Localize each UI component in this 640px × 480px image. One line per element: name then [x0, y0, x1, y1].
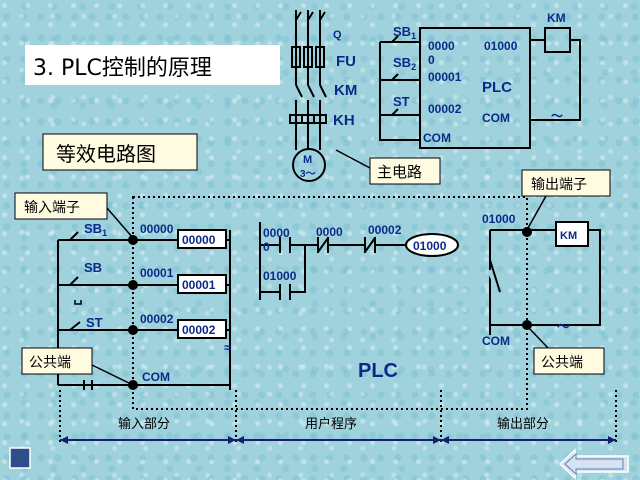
input-coil-1 [177, 229, 227, 249]
output-section: KM 01000 ～ COM [482, 212, 601, 348]
program-contact-3: 00002 [368, 223, 402, 237]
top-output: 01000 [484, 39, 518, 53]
program-contact-1: 0000 [263, 226, 290, 240]
program-contact-4: 01000 [263, 269, 297, 283]
top-sb2-label: SB2 [393, 55, 416, 72]
input-section: SB1 SB ST 00000 00001 00002 00000 00001 … [57, 221, 231, 390]
output-km-coil [555, 221, 589, 247]
output-coil-01000 [405, 233, 459, 257]
top-plc-label: PLC [482, 79, 512, 96]
back-arrow-icon[interactable] [564, 452, 624, 476]
output-common-dot [522, 320, 532, 330]
main-circuit-callout: 主电路 [377, 163, 422, 181]
output-addr: 01000 [482, 212, 516, 226]
output-terminal-label: 输出端子 [531, 177, 587, 193]
top-input-1: 00001 [428, 70, 462, 84]
output-common-callout [533, 347, 605, 375]
top-input-0: 0000 [428, 39, 455, 53]
top-input-0-cont: 0 [428, 53, 435, 67]
sb1-label: SB1 [84, 221, 107, 238]
top-input-2: 00002 [428, 102, 462, 116]
input-coil-2-label: 00001 [182, 278, 216, 292]
program-contact-1-cont: 0 [263, 240, 270, 254]
input-coil-2 [177, 274, 227, 294]
output-com-label: COM [482, 334, 510, 348]
fuse-fu-label: FU [336, 53, 356, 70]
input-addr-1: 00000 [140, 222, 174, 236]
top-km-label: KM [547, 11, 566, 25]
page-subtitle: 等效电路图 [56, 142, 156, 166]
top-com-out: COM [482, 111, 510, 125]
output-common-label: 公共端 [541, 355, 583, 371]
back-arrow-button[interactable] [558, 448, 629, 480]
page-title: 3. PLC控制的原理 [33, 56, 212, 81]
section-output-label: 输出部分 [497, 416, 549, 432]
program-contact-2: 0000 [316, 225, 343, 239]
main-circuit: Q FU KM KH M 3～ 主电路 [289, 10, 441, 185]
common-terminal-label: 公共端 [29, 355, 71, 371]
top-sb1-label: SB1 [393, 24, 416, 41]
top-ac-label: ～ [551, 109, 563, 123]
plc-label: PLC [358, 360, 398, 382]
program-coil-label: 01000 [413, 239, 447, 253]
input-coil-3 [177, 319, 227, 339]
output-terminal-callout [521, 169, 611, 197]
subtitle-box [42, 133, 198, 171]
top-km-coil [544, 27, 571, 53]
input-ac-label: ≈ [224, 340, 231, 355]
motor-phase-label: 3～ [300, 169, 316, 180]
motor-symbol [292, 148, 326, 182]
title-box [25, 45, 280, 85]
input-addr-3: 00002 [140, 312, 174, 326]
section-program-label: 用户程序 [305, 416, 357, 432]
output-km-label: KM [560, 230, 577, 242]
relay-kh-label: KH [333, 112, 355, 129]
plc-block [419, 27, 531, 149]
top-plc-diagram: SB1 SB2 ST 0000 0 00001 00002 COM 01000 … [379, 11, 581, 149]
plc-boundary [132, 196, 528, 410]
input-coil-3-label: 00002 [182, 323, 216, 337]
slide-marker [9, 447, 31, 469]
output-ac-label: ～ [557, 319, 570, 334]
top-com-in: COM [423, 131, 451, 145]
input-terminal-callout [14, 192, 108, 220]
input-addr-2: 00001 [140, 266, 174, 280]
common-terminal-callout [21, 347, 93, 375]
sb-label: SB [84, 260, 102, 275]
st-label: ST [86, 315, 103, 330]
motor-m-label: M [303, 154, 312, 166]
input-terminal-label: 输入端子 [24, 200, 80, 216]
output-terminal-dot [522, 227, 532, 237]
input-com-label: COM [142, 370, 170, 384]
top-st-label: ST [393, 94, 410, 109]
input-coil-1-label: 00000 [182, 233, 216, 247]
switch-q-label: Q [333, 29, 342, 41]
section-input-label: 输入部分 [118, 416, 170, 432]
user-program: 01000 0000 0 0000 00002 01000 PLC [259, 222, 459, 382]
contactor-km-label: KM [334, 82, 357, 99]
